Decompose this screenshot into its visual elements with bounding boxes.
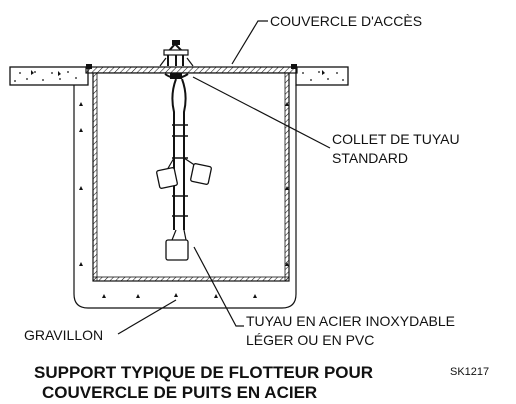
label-pipe-collar-line1: COLLET DE TUYAU — [332, 131, 460, 147]
float-switch-right — [183, 157, 212, 185]
float-switch-bottom — [165, 229, 189, 261]
label-access-cover: COUVERCLE D'ACCÈS — [270, 13, 422, 29]
title-line1: SUPPORT TYPIQUE DE FLOTTEUR POUR — [34, 363, 373, 382]
drawing-code: SK1217 — [450, 366, 489, 378]
lifting-handle — [159, 40, 194, 67]
title-line2: COUVERCLE DE PUITS EN ACIER — [42, 383, 317, 402]
label-pipe-line2: LÉGER OU EN PVC — [246, 332, 374, 348]
pipe-collar — [164, 73, 189, 79]
ground-slab-right — [295, 66, 349, 86]
ground-slab-left — [9, 66, 89, 86]
vertical-pipe — [171, 78, 188, 230]
float-switch-left — [156, 157, 178, 189]
leader-lines — [117, 20, 331, 335]
label-pipe-line1: TUYAU EN ACIER INOXYDABLE — [246, 313, 455, 329]
label-gravel: GRAVILLON — [24, 327, 103, 343]
steel-cover — [85, 64, 298, 74]
label-pipe-collar-line2: STANDARD — [332, 150, 408, 166]
